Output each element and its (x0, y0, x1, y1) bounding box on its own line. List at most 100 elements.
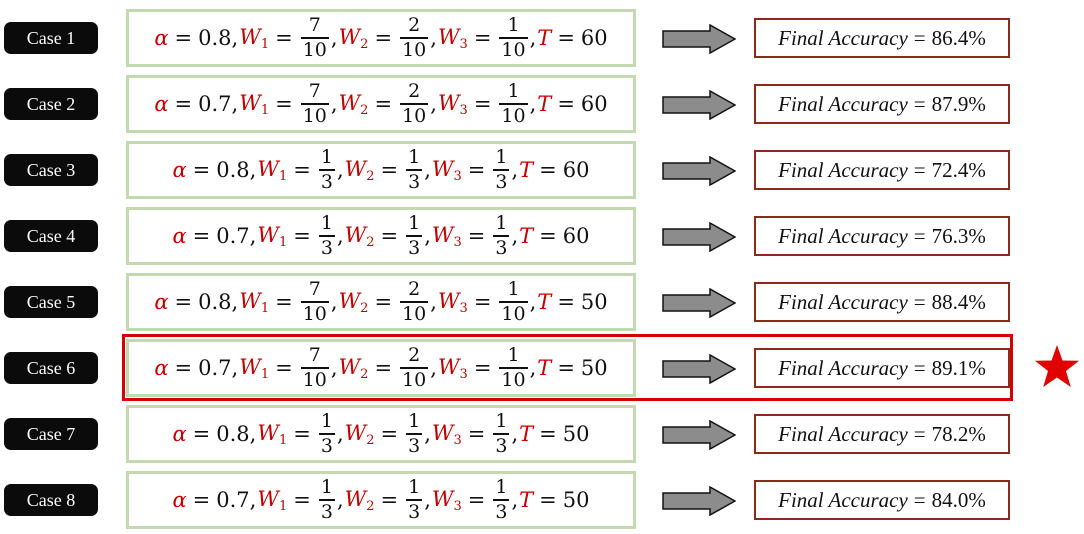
w1-symbol: W1 (239, 288, 270, 316)
result-label: Final Accuracy (778, 25, 908, 50)
alpha-value: 0.7 (216, 488, 250, 512)
equals-sign: = (275, 92, 293, 116)
result-label: Final Accuracy (778, 223, 908, 248)
equals-sign: = (293, 158, 311, 182)
w2-denominator: 3 (408, 434, 421, 457)
accuracy-value: 76.3% (931, 223, 986, 248)
w1-symbol: W1 (239, 24, 270, 52)
best-case-highlight (122, 334, 1013, 401)
equals-sign: = (913, 157, 926, 182)
comma: , (231, 26, 239, 50)
alpha-symbol: α (154, 356, 169, 380)
t-value: 60 (580, 26, 608, 50)
w1-symbol: W1 (239, 354, 270, 382)
equals-sign: = (467, 224, 486, 248)
w2-denominator: 3 (408, 500, 421, 523)
w1-numerator: 1 (320, 212, 333, 235)
alpha-symbol: α (154, 92, 169, 116)
equals-sign: = (913, 91, 926, 116)
result-label: Final Accuracy (778, 421, 908, 446)
t-symbol: T (519, 422, 534, 446)
comma: , (231, 92, 239, 116)
t-symbol: T (537, 290, 552, 314)
w2-denominator: 10 (402, 302, 427, 325)
equals-sign: = (557, 356, 575, 380)
alpha-symbol: α (154, 26, 169, 50)
equals-sign: = (174, 26, 193, 50)
comma: , (231, 290, 239, 314)
comma: , (249, 158, 257, 182)
equals-sign: = (473, 92, 492, 116)
comma: , (249, 422, 257, 446)
equals-sign: = (293, 422, 311, 446)
w1-denominator: 3 (320, 434, 333, 457)
t-value: 50 (562, 422, 590, 446)
t-value: 60 (580, 92, 608, 116)
alpha-value: 0.8 (198, 26, 232, 50)
result-box: Final Accuracy=78.2% (754, 414, 1010, 454)
equals-sign: = (473, 26, 492, 50)
w1-denominator: 3 (320, 500, 333, 523)
comma: , (529, 92, 537, 116)
w3-numerator: 1 (507, 14, 520, 37)
alpha-symbol: α (172, 224, 187, 248)
w2-denominator: 3 (408, 170, 421, 193)
result-label: Final Accuracy (778, 91, 908, 116)
t-symbol: T (537, 356, 552, 380)
accuracy-value: 86.4% (931, 25, 986, 50)
comma: , (249, 488, 257, 512)
w1-numerator: 7 (308, 14, 321, 37)
w2-symbol: W2 (344, 222, 375, 250)
accuracy-value: 78.2% (931, 421, 986, 446)
w2-symbol: W2 (338, 24, 369, 52)
w3-symbol: W3 (437, 288, 468, 316)
comma: , (330, 26, 338, 50)
w3-symbol: W3 (431, 486, 462, 514)
arrow-right-icon (662, 24, 736, 54)
t-symbol: T (537, 92, 552, 116)
equals-sign: = (174, 290, 193, 314)
alpha-value: 0.7 (216, 224, 250, 248)
w3-denominator: 3 (495, 236, 508, 259)
t-value: 50 (562, 488, 590, 512)
case-label: Case 8 (4, 484, 98, 516)
case-label: Case 3 (4, 154, 98, 186)
case-label: Case 5 (4, 286, 98, 318)
equals-sign: = (192, 488, 211, 512)
arrow-right-icon (662, 486, 736, 516)
w1-numerator: 1 (320, 146, 333, 169)
w2-numerator: 2 (408, 278, 421, 301)
equals-sign: = (539, 224, 557, 248)
alpha-value: 0.7 (198, 356, 232, 380)
w2-denominator: 3 (408, 236, 421, 259)
comma: , (330, 356, 338, 380)
comma: , (511, 224, 519, 248)
comma: , (529, 356, 537, 380)
equals-sign: = (539, 422, 557, 446)
w1-denominator: 3 (320, 170, 333, 193)
alpha-symbol: α (172, 422, 187, 446)
comma: , (336, 158, 344, 182)
equals-sign: = (293, 224, 311, 248)
result-box: Final Accuracy=84.0% (754, 480, 1010, 520)
w3-numerator: 1 (495, 410, 508, 433)
arrow-right-icon (662, 288, 736, 318)
comma: , (336, 422, 344, 446)
